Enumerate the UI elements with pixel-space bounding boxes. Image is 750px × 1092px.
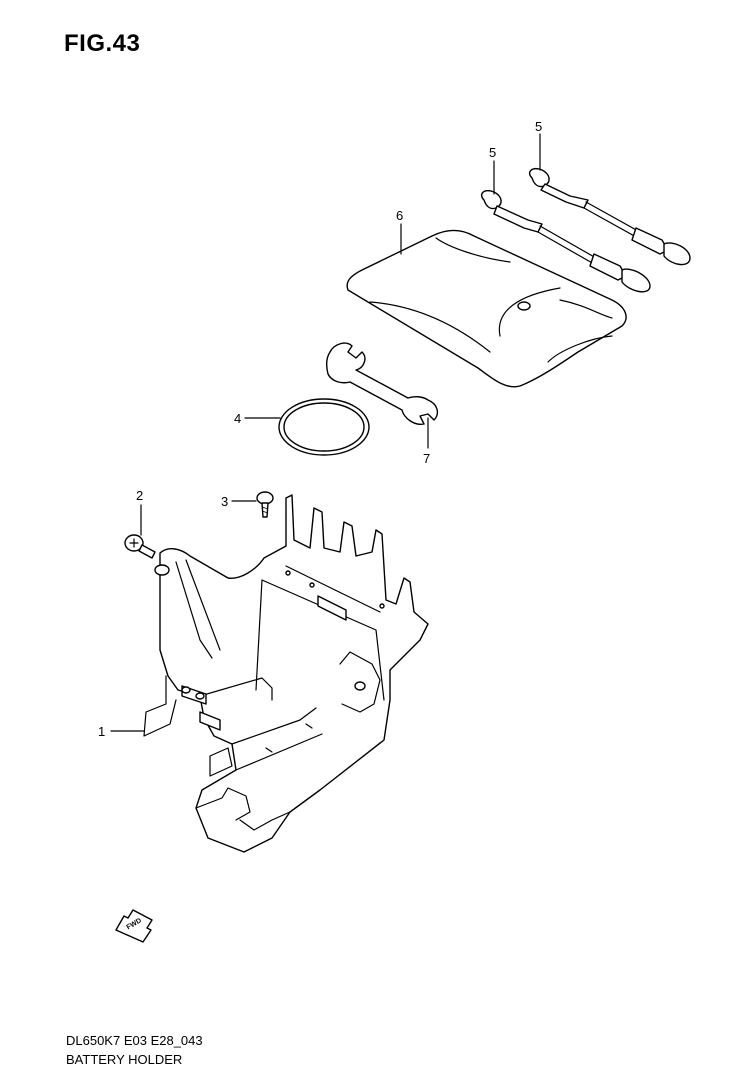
model-code: DL650K7 E03 E28_043	[66, 1033, 203, 1048]
o-ring	[278, 398, 370, 456]
callout-1: 1	[98, 724, 105, 739]
figure-name: BATTERY HOLDER	[66, 1052, 183, 1067]
leader-lines	[110, 133, 541, 732]
spanner	[325, 342, 439, 425]
callout-6: 6	[396, 208, 403, 223]
strap-lower	[480, 190, 651, 293]
tool-bag	[346, 229, 627, 388]
figure-title: FIG.43	[64, 30, 141, 57]
callout-2: 2	[136, 488, 143, 503]
callout-3: 3	[221, 494, 228, 509]
forward-arrow-icon: FWD	[115, 909, 153, 943]
callout-7: 7	[423, 451, 430, 466]
battery-holder	[143, 494, 429, 853]
callout-5a: 5	[489, 145, 496, 160]
bolt	[124, 534, 156, 559]
screw	[256, 491, 274, 518]
callout-5b: 5	[535, 119, 542, 134]
callout-4: 4	[234, 411, 241, 426]
strap-upper	[528, 168, 691, 266]
